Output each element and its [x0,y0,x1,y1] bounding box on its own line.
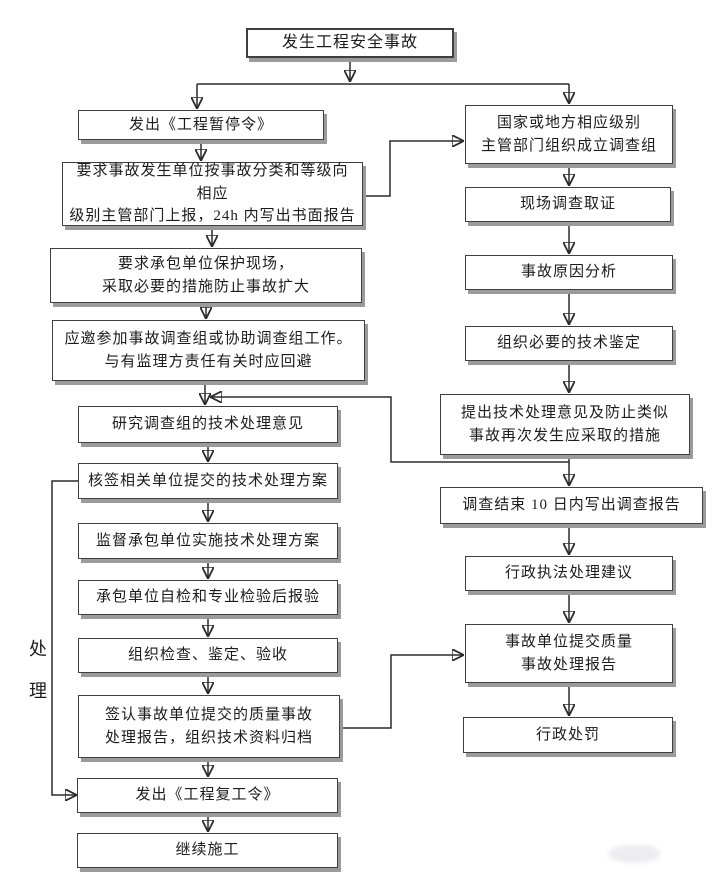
node-propose-technical-opinions: 提出技术处理意见及防止类似 事故再次发生应采取的措施 [440,394,690,455]
edges-left-column [201,140,212,830]
node-supervise-implementation: 监督承包单位实施技术处理方案 [78,523,338,559]
node-report-to-authorities: 要求事故发生单位按事故分类和等级向相应 级别主管部门上报，24h 内写出书面报告 [62,162,363,226]
node-join-investigation-team: 应邀参加事故调查组或协助调查组工作。 与有监理方责任有关时应回避 [52,320,365,381]
node-issue-resume-work-order: 发出《工程复工令》 [77,778,338,813]
edge-top-split [197,58,569,107]
node-continue-construction: 继续施工 [77,833,338,868]
side-label-handling: 处理 [27,639,47,723]
edge-sign-to-submit-report [340,655,462,729]
node-administrative-penalty: 行政处罚 [463,717,673,753]
node-submit-accident-report: 事故单位提交质量 事故处理报告 [465,624,673,683]
node-enforcement-suggestion: 行政执法处理建议 [465,556,673,591]
node-sign-accident-report-archive: 签认事故单位提交的质量事故 处理报告，组织技术资料归档 [78,695,340,758]
node-contractor-self-inspection: 承包单位自检和专业检验后报验 [78,580,338,615]
node-protect-site: 要求承包单位保护现场， 采取必要的措施防止事故扩大 [50,248,362,303]
node-site-investigation: 现场调查取证 [465,187,671,222]
node-study-technical-opinions: 研究调查组的技术处理意见 [78,406,338,443]
edge-opinions-to-study [212,397,569,463]
node-organize-inspection-acceptance: 组织检查、鉴定、验收 [78,638,338,673]
node-cause-analysis: 事故原因分析 [465,255,673,290]
node-technical-appraisal: 组织必要的技术鉴定 [465,326,673,361]
node-investigation-report: 调查结束 10 日内写出调查报告 [440,487,703,524]
node-issue-stop-work-order: 发出《工程暂停令》 [78,110,324,140]
edge-report-to-team [363,141,462,197]
edge-countersign-to-resume [51,480,78,795]
watermark [608,845,660,863]
node-accident-occurs: 发生工程安全事故 [246,28,454,58]
node-countersign-technical-plan: 核签相关单位提交的技术处理方案 [78,463,338,499]
node-form-investigation-team: 国家或地方相应级别 主管部门组织成立调查组 [465,105,673,164]
